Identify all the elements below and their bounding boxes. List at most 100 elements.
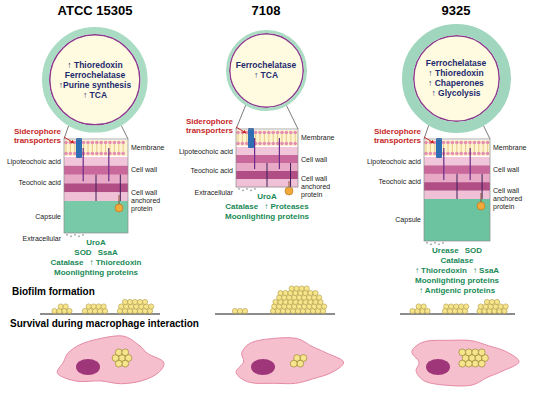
capsule [64, 201, 128, 233]
biofilm-cell [464, 304, 469, 309]
protein-stem [481, 193, 482, 202]
lipid-head [289, 142, 293, 146]
lipid-tail [456, 144, 457, 152]
cell-wall-layer [424, 165, 490, 174]
lipid-head [293, 142, 297, 146]
cell-wall-layer [424, 157, 490, 166]
layer-label: Capsule [395, 216, 421, 224]
transporter-label: Siderophore transporters [363, 127, 421, 145]
protein-label: SOD [465, 246, 482, 255]
cell-wall-layer [64, 166, 128, 175]
biofilm-cell [232, 308, 237, 313]
teichoic-acid [120, 175, 121, 201]
secreted-molecule [434, 242, 436, 244]
lipid-head [486, 152, 490, 156]
secreted-molecule [78, 235, 80, 237]
lipid-head [473, 152, 477, 156]
biofilm-cell [142, 299, 147, 304]
cytoplasm [229, 33, 303, 107]
circle-text: ↑ Chaperones [428, 78, 484, 88]
lipid-head [481, 141, 485, 145]
secreted-molecule [442, 242, 444, 244]
lipoteichoic-acid [443, 148, 444, 180]
biofilm-cell [58, 304, 63, 309]
lipid-tail [70, 144, 71, 152]
lipoteichoic-acid [470, 148, 471, 180]
bacterium [297, 360, 304, 367]
layer-label: Cell wall anchored protein [131, 189, 177, 213]
lipid-head [258, 131, 262, 135]
bacterium [290, 360, 297, 367]
lipid-head [121, 152, 125, 156]
biofilm-cell [484, 299, 489, 304]
lipid-tail [465, 144, 466, 152]
lipid-tail [114, 144, 115, 152]
zoom-line [286, 105, 298, 129]
protein-label: ↑ Thioredoxin [415, 266, 467, 275]
teichoic-acid [482, 174, 483, 199]
lipid-head [91, 152, 95, 156]
envelope-ring [46, 31, 145, 130]
circle-text-block: Ferrochelatase↑ TCA [236, 60, 296, 80]
layer-label: Capsule [35, 213, 61, 221]
lipid-head [82, 141, 86, 145]
transporter-arrow [64, 137, 74, 143]
lipid-tail [74, 144, 75, 152]
siderophore-transporter [76, 138, 82, 158]
lipid-head [263, 131, 267, 135]
biofilm-cell [494, 299, 499, 304]
teichoic-acid [96, 175, 97, 201]
lipid-tail [268, 134, 269, 142]
biofilm-cell [242, 308, 247, 313]
envelope-box [236, 129, 298, 187]
protein-label: Urease [432, 246, 459, 255]
secreted-molecule [70, 235, 72, 237]
anchored-protein [115, 204, 123, 212]
lipid-head [459, 152, 463, 156]
strain-heading: 9325 [442, 3, 471, 18]
biofilm-cell [410, 308, 415, 313]
protein-label: Catalase [225, 202, 258, 211]
teichoic-acid [457, 174, 458, 199]
lipid-tail [277, 134, 278, 142]
strain-heading: ATCC 15305 [58, 3, 133, 18]
protein-label: UroA [257, 192, 277, 201]
lipoteichoic-acid [108, 148, 109, 181]
lipid-tail [242, 134, 243, 142]
biofilm-cell [322, 304, 327, 309]
transporter-arrow [424, 137, 434, 143]
lipid-tail [487, 144, 488, 152]
lipid-head [464, 141, 468, 145]
lipid-tail [105, 144, 106, 152]
macrophage [412, 340, 519, 386]
lipid-head [285, 131, 289, 135]
circle-text: ↑ Thioredoxin [428, 68, 483, 78]
lipid-head [276, 131, 280, 135]
lipid-head [424, 152, 428, 156]
biofilm-cell [149, 304, 154, 309]
envelope-box [424, 139, 490, 241]
biofilm-cell [67, 308, 72, 313]
lipid-tail [92, 144, 93, 152]
lipid-head [267, 142, 271, 146]
teichoic-acid [267, 163, 268, 187]
layer-label: Lipoteochoic acid [367, 158, 421, 166]
lipid-head [424, 141, 428, 145]
circle-text: ↑Purine synthesis [59, 80, 131, 90]
secreted-molecule [66, 234, 68, 236]
lipid-head [99, 152, 103, 156]
biofilm-cell [308, 290, 313, 295]
biofilm-cell [96, 304, 101, 309]
biofilm-cell [449, 304, 454, 309]
zoom-line [236, 105, 246, 129]
circle-text: ↑ TCA [83, 90, 107, 100]
protein-stem [119, 195, 120, 204]
secreted-molecule [82, 234, 84, 236]
biofilm-cell [454, 304, 459, 309]
bacterium [478, 349, 485, 356]
lipid-head [254, 131, 258, 135]
biofilm-cell [416, 304, 421, 309]
lipid-tail [461, 144, 462, 152]
lipid-head [117, 141, 121, 145]
layer-label: Lipoteochoic acid [179, 148, 233, 156]
